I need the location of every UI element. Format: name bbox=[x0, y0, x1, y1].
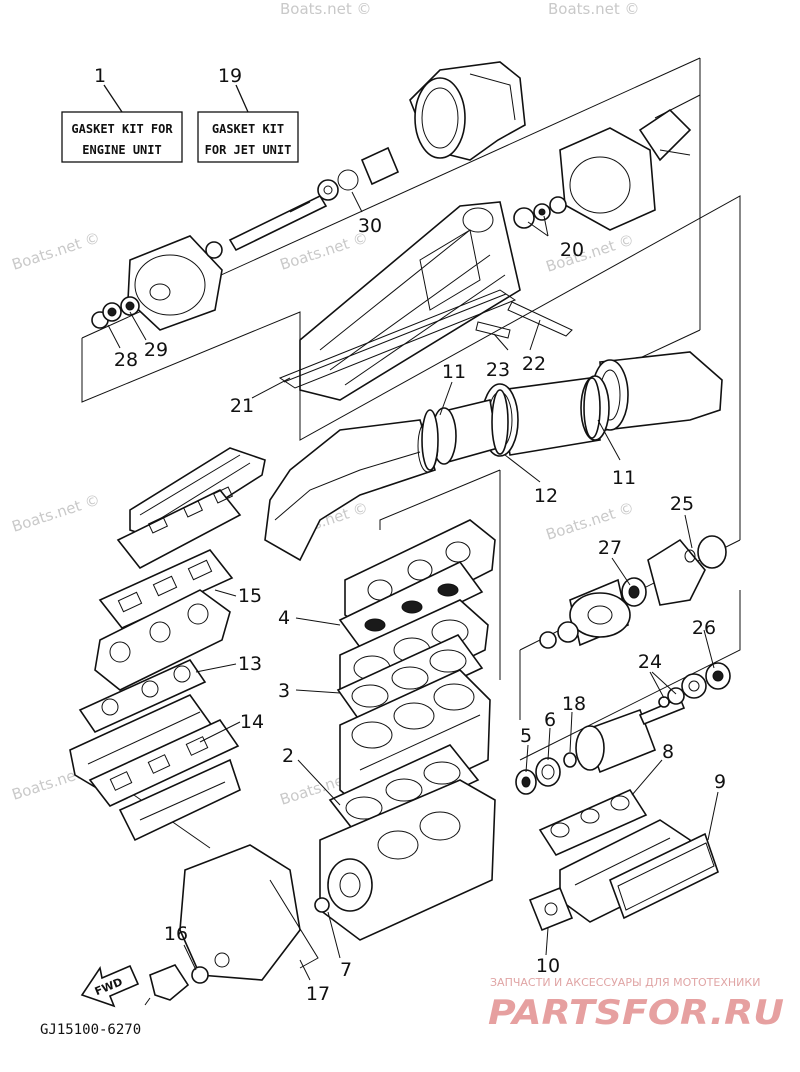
carburetors bbox=[94, 589, 231, 691]
impeller-housing bbox=[559, 94, 701, 231]
seal-housing-25 bbox=[647, 535, 727, 606]
part-number-24: 24 bbox=[638, 651, 662, 673]
plate-22-23 bbox=[475, 301, 573, 339]
part-number-1: 1 bbox=[94, 65, 106, 87]
part-number-17: 17 bbox=[306, 983, 330, 1005]
pump-cover-left bbox=[127, 235, 223, 331]
jet-intake-duct bbox=[299, 201, 521, 401]
kit-box-line2: ENGINE UNIT bbox=[82, 143, 161, 157]
part-number-10: 10 bbox=[536, 955, 560, 977]
part-number-22: 22 bbox=[522, 353, 546, 375]
part-number-8: 8 bbox=[662, 741, 674, 763]
part-number-6: 6 bbox=[544, 709, 556, 731]
thermostat-16 bbox=[144, 964, 209, 1006]
kit-box-engine: GASKET KIT FOR ENGINE UNIT 1 bbox=[61, 65, 183, 163]
watermark: Boats.net © bbox=[10, 490, 103, 535]
air-box bbox=[116, 447, 266, 570]
bearings-24-26 bbox=[658, 662, 731, 708]
crankcase bbox=[314, 779, 496, 941]
watermark: Boats.net © bbox=[10, 228, 103, 273]
exhaust-gaskets-11-12 bbox=[421, 377, 601, 471]
gasket-21 bbox=[278, 289, 517, 389]
fwd-arrow-icon: FWD bbox=[80, 964, 140, 1008]
part-number-26: 26 bbox=[692, 617, 716, 639]
part-number-29: 29 bbox=[144, 339, 168, 361]
part-number-7: 7 bbox=[340, 959, 352, 981]
kit-box-jet: GASKET KIT FOR JET UNIT 19 bbox=[197, 65, 299, 163]
watermark: Boats.net © bbox=[544, 230, 637, 275]
part-number-15: 15 bbox=[238, 585, 262, 607]
gasket-10 bbox=[528, 886, 574, 932]
part-number-30: 30 bbox=[358, 215, 382, 237]
gasket-4 bbox=[338, 560, 484, 652]
part-number-4: 4 bbox=[278, 607, 290, 629]
part-number-5: 5 bbox=[520, 725, 532, 747]
gasket-15 bbox=[98, 549, 234, 629]
kit-box-line1: GASKET KIT FOR bbox=[71, 122, 173, 136]
oil-seals-5-6-18 bbox=[515, 752, 577, 795]
part-number-20: 20 bbox=[560, 239, 584, 261]
part-number-13: 13 bbox=[238, 653, 262, 675]
drive-shaft bbox=[228, 194, 328, 252]
coupler-housing bbox=[569, 578, 631, 647]
part-number-11: 11 bbox=[612, 467, 636, 489]
exhaust-chamber bbox=[591, 351, 723, 431]
part-number-14: 14 bbox=[240, 711, 264, 733]
exhaust-pipe-left bbox=[264, 419, 439, 562]
part-number-12: 12 bbox=[534, 485, 558, 507]
kit-box-line1: GASKET KIT bbox=[212, 122, 284, 136]
brand-logo: PARTSFOR.RU bbox=[488, 993, 784, 1033]
jet-nozzle-housing bbox=[409, 61, 526, 161]
watermark: Boats.net © bbox=[278, 228, 371, 273]
part-number-27: 27 bbox=[598, 537, 622, 559]
bearings-30 bbox=[317, 146, 400, 201]
part-number-16: 16 bbox=[164, 923, 188, 945]
watermark: Boats.net © bbox=[548, 0, 640, 18]
gasket-3 bbox=[336, 633, 484, 726]
part-number-2: 2 bbox=[282, 745, 294, 767]
reed-valves bbox=[118, 758, 241, 842]
gasket-9 bbox=[608, 832, 719, 920]
part-number-25: 25 bbox=[670, 493, 694, 515]
kit-box-line2: FOR JET UNIT bbox=[205, 143, 292, 157]
part-number-18: 18 bbox=[562, 693, 586, 715]
circlips bbox=[539, 621, 579, 649]
gasket-13 bbox=[78, 658, 207, 734]
gasket-8 bbox=[538, 788, 648, 857]
gasket-2 bbox=[328, 744, 480, 837]
brand-tagline: ЗАПЧАСТИ И АКСЕССУАРЫ ДЛЯ МОТОТЕХНИКИ bbox=[490, 976, 760, 989]
part-number-19: 19 bbox=[218, 65, 242, 87]
watermark: Boats.net © bbox=[280, 0, 372, 18]
bearing-27 bbox=[621, 577, 647, 607]
part-number-28: 28 bbox=[114, 349, 138, 371]
part-number-3: 3 bbox=[278, 680, 290, 702]
seals-28-29 bbox=[91, 296, 140, 329]
part-labels: 30 20 28 29 21 23 22 11 11 12 25 27 15 4… bbox=[114, 215, 726, 1005]
part-number-23: 23 bbox=[486, 359, 510, 381]
part-number-21: 21 bbox=[230, 395, 254, 417]
part-number-11: 11 bbox=[442, 361, 466, 383]
magneto-cover bbox=[179, 844, 319, 981]
leader-lines bbox=[107, 191, 719, 981]
seals-20 bbox=[513, 196, 567, 229]
part-number-9: 9 bbox=[714, 771, 726, 793]
diagram-code: GJ15100-6270 bbox=[40, 1022, 141, 1038]
